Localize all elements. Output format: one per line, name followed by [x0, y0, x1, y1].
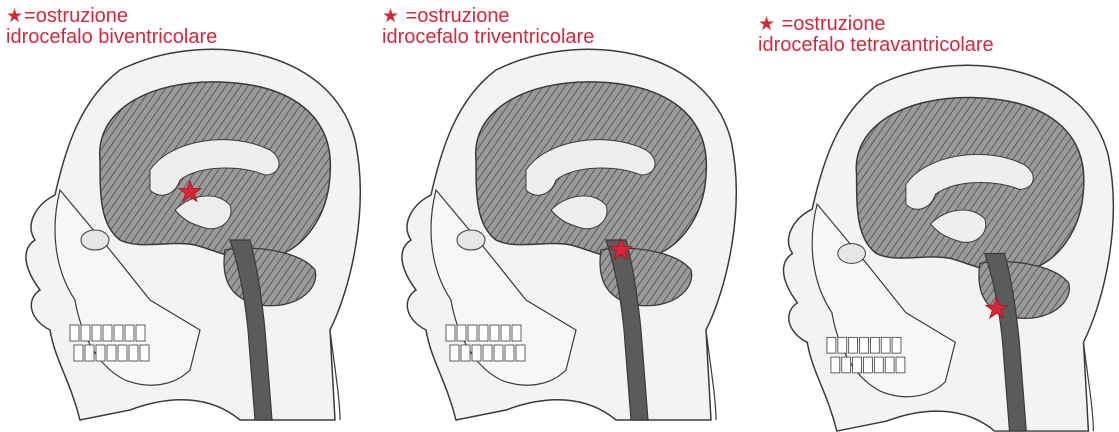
head-cross-section-illustration — [376, 0, 748, 432]
upper-tooth — [457, 325, 466, 341]
lower-tooth — [140, 345, 149, 361]
panel-triventricular: ★ =ostruzione idrocefalo triventricolare — [376, 0, 748, 432]
upper-tooth — [870, 337, 879, 353]
lower-tooth — [494, 345, 503, 361]
upper-tooth — [860, 337, 869, 353]
lower-tooth — [129, 345, 138, 361]
head-cross-section-illustration — [0, 0, 372, 432]
lower-tooth — [472, 345, 481, 361]
lower-tooth — [831, 357, 840, 373]
eye-socket — [81, 230, 109, 250]
upper-tooth — [827, 337, 836, 353]
upper-tooth — [92, 325, 101, 341]
panel-tetraventricular: ★ =ostruzione idrocefalo tetravantricola… — [752, 0, 1119, 432]
upper-tooth — [501, 325, 510, 341]
lower-tooth — [85, 345, 94, 361]
lower-tooth — [505, 345, 514, 361]
lower-tooth — [842, 357, 851, 373]
lower-tooth — [450, 345, 459, 361]
upper-tooth — [81, 325, 90, 341]
lower-tooth — [874, 357, 883, 373]
lower-tooth — [863, 357, 872, 373]
upper-tooth — [70, 325, 79, 341]
upper-tooth — [103, 325, 112, 341]
upper-tooth — [490, 325, 499, 341]
brain-cerebrum — [100, 82, 331, 260]
lower-tooth — [896, 357, 905, 373]
upper-tooth — [114, 325, 123, 341]
upper-tooth — [479, 325, 488, 341]
head-cross-section-illustration — [752, 0, 1119, 432]
eye-socket — [457, 230, 485, 250]
upper-tooth — [892, 337, 901, 353]
brain-cerebrum — [476, 82, 707, 260]
lower-tooth — [516, 345, 525, 361]
lower-tooth — [483, 345, 492, 361]
eye-socket — [838, 244, 866, 264]
upper-tooth — [881, 337, 890, 353]
lower-tooth — [118, 345, 127, 361]
upper-tooth — [136, 325, 145, 341]
lower-tooth — [74, 345, 83, 361]
upper-tooth — [849, 337, 858, 353]
upper-tooth — [468, 325, 477, 341]
lower-tooth — [96, 345, 105, 361]
upper-tooth — [838, 337, 847, 353]
lower-tooth — [461, 345, 470, 361]
lower-tooth — [853, 357, 862, 373]
upper-tooth — [125, 325, 134, 341]
upper-tooth — [512, 325, 521, 341]
panel-biventricular: ★=ostruzione idrocefalo biventricolare — [0, 0, 372, 432]
lower-tooth — [107, 345, 116, 361]
lower-tooth — [885, 357, 894, 373]
upper-tooth — [446, 325, 455, 341]
brain-cerebrum — [856, 98, 1084, 273]
